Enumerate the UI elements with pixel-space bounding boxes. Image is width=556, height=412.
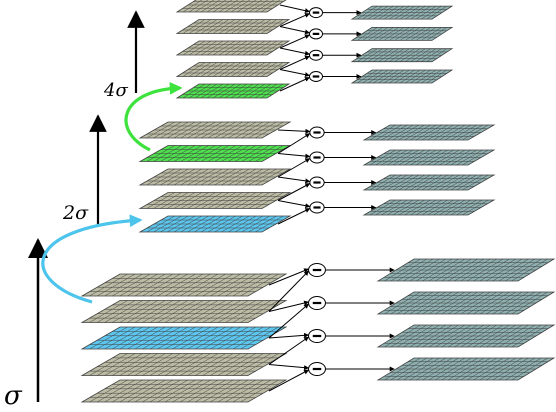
octave1-subtract-node-1 [308,362,326,376]
octave3-gaussian-layer-5 [175,0,287,13]
octave3-subtract-node-4 [309,7,323,19]
octave2-gaussian-layer-4 [138,145,292,162]
octave1-gaussian-layer-1 [80,379,288,403]
octave3-dog-layer-2 [350,48,454,63]
octave2-gaussian-layer-5 [138,121,292,139]
octave3-subtract-node-3 [309,28,323,40]
octave3-gaussian-layer-3 [175,40,291,56]
octave1-input-arrow-3 [268,336,309,365]
octave3-input-arrow-2 [279,69,310,78]
octave3-gaussian-layer-1 [175,83,291,99]
octave1-subtract-node-3 [308,296,326,310]
octave3-scale-label: 4σ [103,80,128,101]
octave1-subtract-node-4 [308,263,326,277]
octave2-dog-layer-2 [362,174,496,191]
octave2-input-arrow-8 [277,128,311,134]
octave1-dog-layer-2 [376,324,556,348]
octave1-scale-label: σ [4,381,23,411]
octave2-input-arrow-7 [277,133,311,154]
octave2-input-arrow-4 [277,176,311,184]
octave1-input-arrow-2 [268,364,310,371]
octave1-input-arrow-8 [268,268,310,286]
octave3-input-arrow-8 [279,4,310,14]
octave2-subtract-node-3 [309,151,325,164]
octave3-dog-layer-4 [350,5,454,20]
octave3-input-arrow-6 [279,26,310,35]
octave3-dog-layer-3 [350,26,454,41]
octave2-subtract-node-4 [309,126,325,139]
octave2-dog-layer-4 [362,124,496,141]
octave3-input-arrow-4 [279,47,310,56]
octave2-scale-label: 2σ [62,202,89,224]
octave2-input-arrow-1 [277,208,311,225]
octave2-dog-layer-3 [362,149,496,166]
downsample-arrow-octave1-to-2 [41,214,143,304]
octave2-input-arrow-6 [277,153,311,159]
octave1-dog-layer-4 [376,258,556,282]
octave3-input-arrow-1 [279,77,310,92]
octave2-subtract-node-1 [309,201,325,214]
octave1-gaussian-layer-2 [80,353,288,376]
downsample-arrow-octave2-to-3 [124,81,183,152]
octave1-gaussian-layer-3 [80,326,288,350]
octave1-subtract-node-2 [308,329,326,343]
octave3-input-arrow-7 [279,13,310,27]
octave3-input-arrow-3 [279,55,310,70]
octave3-subtract-node-2 [309,49,323,61]
octave3-subtract-node-1 [309,71,323,82]
octave3-input-arrow-5 [279,34,310,49]
octave2-dog-layer-1 [362,199,496,216]
octave1-input-arrow-5 [268,303,309,339]
octave1-dog-layer-3 [376,291,556,315]
octave2-gaussian-layer-3 [138,168,292,186]
octave3-gaussian-layer-2 [175,62,291,77]
octave1-input-arrow-1 [268,369,309,392]
octave2-gaussian-layer-2 [138,192,292,209]
octave2-subtract-node-2 [309,176,325,189]
octave1-dog-layer-1 [376,357,556,381]
octave1-input-arrow-6 [268,300,310,312]
octave1-input-arrow-7 [268,270,309,312]
octave3-dog-layer-1 [350,69,454,84]
octave3-gaussian-layer-4 [175,19,291,34]
octave1-input-arrow-4 [268,332,310,339]
octave2-input-arrow-2 [277,200,311,209]
octave2-input-arrow-5 [277,158,311,178]
octave2-gaussian-layer-1 [138,215,292,233]
octave2-input-arrow-3 [277,183,311,201]
octave1-gaussian-layer-4 [80,300,288,323]
octave1-gaussian-layer-5 [80,273,288,297]
